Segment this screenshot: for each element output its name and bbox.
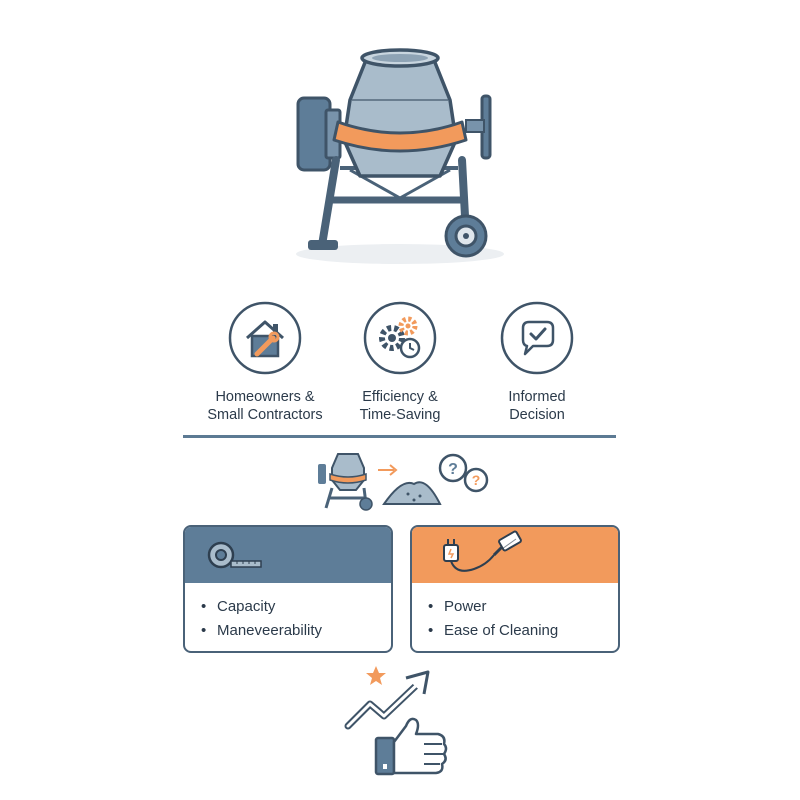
card-power: Power Ease of Cleaning xyxy=(410,525,620,653)
list-item: Capacity xyxy=(201,595,391,619)
feature-homeowners: Homeowners & Small Contractors xyxy=(185,300,345,424)
card-capacity: Capacity Maneveerability xyxy=(183,525,393,653)
feature-label-line2: Time-Saving xyxy=(359,407,441,423)
cement-mixer-hero xyxy=(280,40,520,280)
feature-label-line1: Efficiency & xyxy=(362,389,438,405)
card-list: Capacity Maneveerability xyxy=(185,583,391,643)
question-mark: ? xyxy=(472,472,481,488)
thumbs-up-icon xyxy=(374,717,448,776)
sand-pile-icon xyxy=(382,481,442,505)
arrow-right-icon xyxy=(378,464,398,476)
question-mark: ? xyxy=(448,461,458,478)
cement-mixer-icon xyxy=(318,453,373,511)
card-header xyxy=(185,527,391,583)
feature-label-line2: Decision xyxy=(509,407,565,423)
approval-graphic xyxy=(340,660,460,780)
card-list: Power Ease of Cleaning xyxy=(412,583,618,643)
feature-label-line1: Homeowners & xyxy=(215,389,315,405)
feature-decision: Informed Decision xyxy=(457,300,617,424)
trend-arrow-icon xyxy=(344,670,430,730)
feature-label-line1: Informed xyxy=(508,389,566,405)
chat-check-icon xyxy=(499,300,575,376)
question-bubble-icon: ? ? xyxy=(438,453,489,493)
plug-brush-icon xyxy=(443,530,522,572)
cement-mixer-icon xyxy=(296,48,504,264)
process-row: ? ? xyxy=(310,448,500,513)
list-item: Maneveerability xyxy=(201,619,391,643)
section-divider xyxy=(183,435,616,438)
feature-label-line2: Small Contractors xyxy=(207,407,323,423)
list-item: Power xyxy=(428,595,618,619)
gears-clock-icon xyxy=(362,300,438,376)
star-icon xyxy=(366,666,386,685)
tape-measure-icon xyxy=(207,541,262,569)
feature-efficiency: Efficiency & Time-Saving xyxy=(320,300,480,424)
card-header xyxy=(412,527,618,583)
house-wrench-icon xyxy=(227,300,303,376)
list-item: Ease of Cleaning xyxy=(428,619,618,643)
